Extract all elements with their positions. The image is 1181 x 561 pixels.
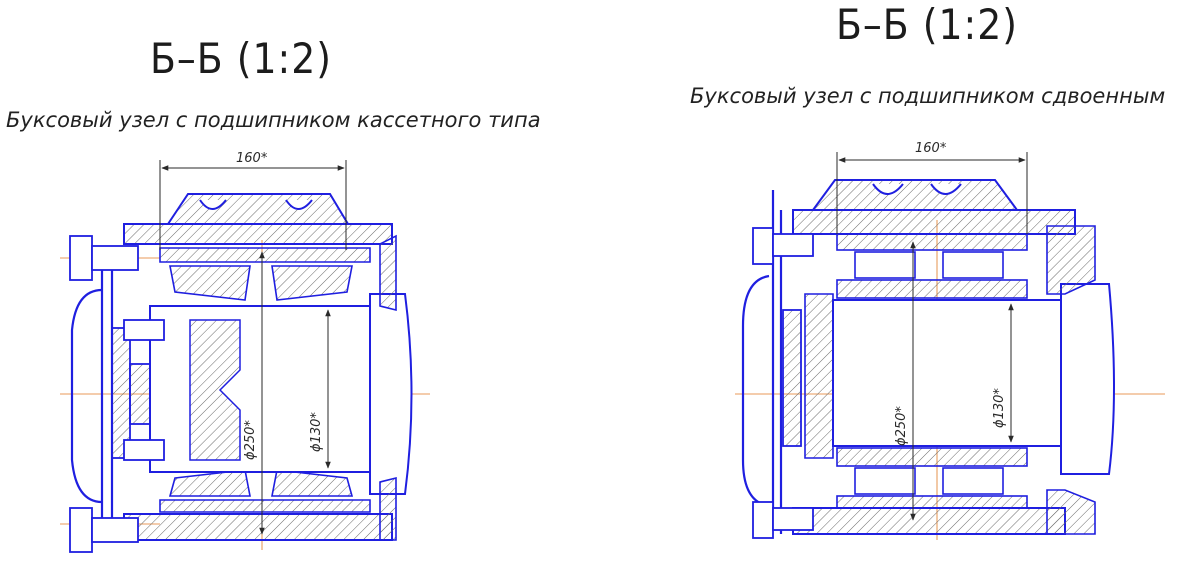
axlebox-drawing-cassette: 160* ϕ250* ϕ130* [60, 151, 430, 553]
axle-journal [149, 305, 371, 473]
labyrinth-seal [379, 234, 397, 541]
housing-top-lugs [872, 183, 962, 195]
axlebox-drawing-double: 160* ϕ250* ϕ130* [735, 141, 1165, 540]
dimension-inner-diameter-label: ϕ130* [992, 388, 1007, 428]
dimension-outer-diameter-label: ϕ250* [243, 420, 258, 460]
housing-bottom [792, 507, 1066, 535]
bearing-bottom [159, 469, 371, 513]
end-plate [111, 327, 151, 459]
dimension-outer-diameter-label: ϕ250* [894, 406, 909, 446]
caption-double-bearing: Буксовый узел с подшипником сдвоенным [690, 84, 1166, 108]
axle-end-nut [804, 293, 834, 459]
section-title-right: Б–Б (1:2) [836, 0, 1019, 49]
dimension-length [159, 160, 347, 250]
axle-shaft [369, 293, 413, 495]
axle-journal [832, 299, 1062, 447]
section-view-double: Б–Б (1:2) Буксовый узел с подшипником сд… [590, 0, 1181, 561]
bearing-top [836, 233, 1028, 299]
front-cover [70, 248, 114, 542]
caption-cassette-bearing: Буксовый узел с подшипником кассетного т… [6, 108, 541, 132]
labyrinth-seal [1046, 225, 1096, 535]
bearing-top [159, 247, 371, 301]
bearing-bottom [836, 447, 1028, 509]
dimension-length-label: 160* [236, 151, 268, 166]
dimension-length-label: 160* [915, 141, 947, 156]
end-plate [782, 309, 802, 447]
fastening-bolts [69, 235, 165, 553]
housing-top [123, 193, 393, 245]
bearing-rollers-top [854, 251, 1004, 279]
section-title-left: Б–Б (1:2) [150, 34, 333, 83]
dimension-length [836, 152, 1028, 234]
housing-bottom [123, 513, 393, 541]
dimension-inner-diameter-label: ϕ130* [309, 412, 324, 452]
fastening-bolts [752, 227, 814, 539]
axle-end [189, 319, 241, 461]
axle-shaft [1060, 283, 1115, 475]
bearing-rollers-bottom [854, 467, 1004, 495]
section-view-cassette: Б–Б (1:2) Буксовый узел с подшипником ка… [0, 0, 590, 561]
housing-top-lugs [199, 199, 313, 210]
housing-top [792, 179, 1076, 235]
